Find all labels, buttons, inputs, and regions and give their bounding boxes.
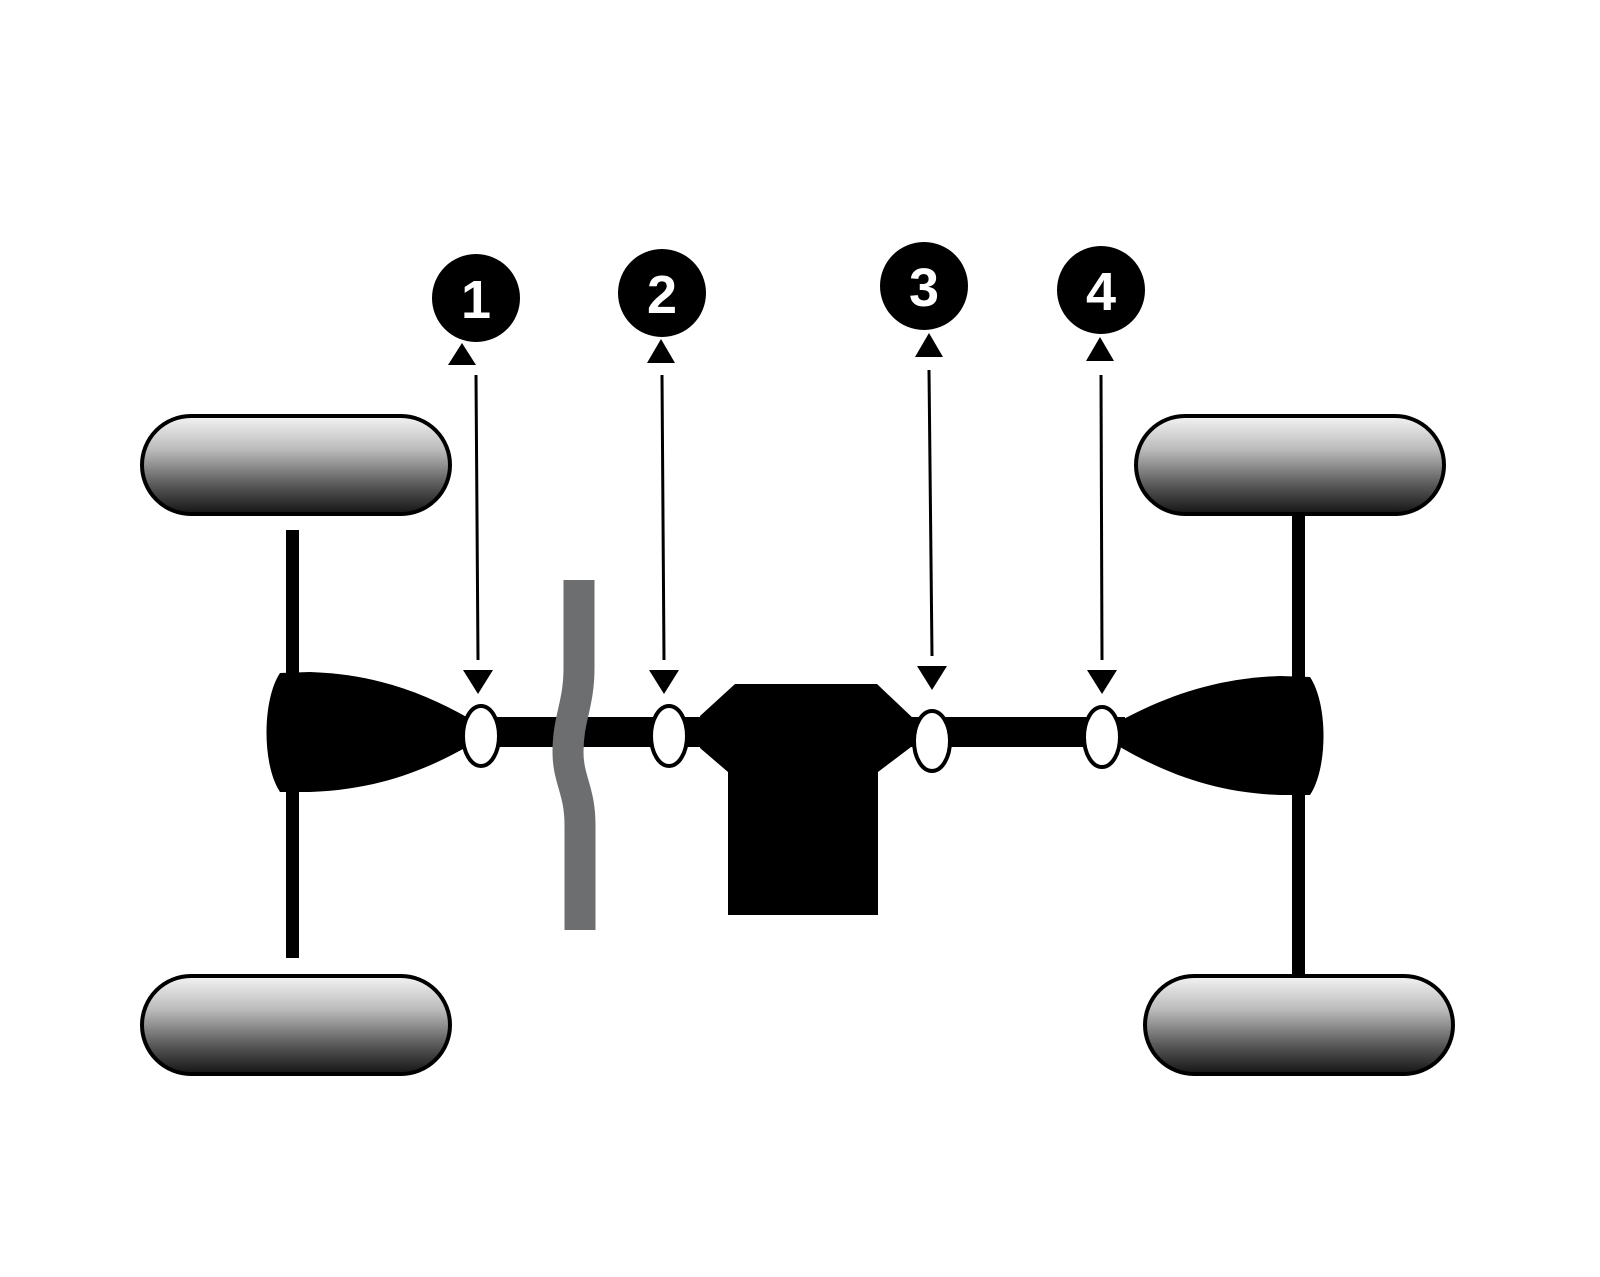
front-left-tire (140, 414, 452, 516)
rear-axle-lower-shaft (1292, 785, 1305, 975)
rear-right-tire (1143, 974, 1455, 1076)
callout-label-1: 1 (461, 270, 491, 330)
callout-arrow-3 (915, 333, 947, 690)
steering-column (552, 580, 596, 930)
u-joint-4 (1082, 705, 1122, 769)
rear-differential (1120, 676, 1324, 795)
callout-label-4: 4 (1086, 262, 1116, 322)
front-axle-lower-shaft (286, 775, 299, 958)
callout-label-3: 3 (909, 258, 939, 318)
rear-axle-upper-shaft (1292, 512, 1305, 682)
front-axle-upper-shaft (286, 530, 299, 680)
callout-badge-3: 3 (880, 242, 968, 330)
callout-arrow-4 (1086, 337, 1117, 694)
transfer-case (700, 684, 915, 915)
callout-label-2: 2 (647, 265, 677, 325)
u-joint-3 (912, 709, 952, 773)
callout-arrow-2 (647, 339, 679, 694)
rear-left-tire (1134, 414, 1446, 516)
callout-badge-1: 1 (432, 254, 520, 342)
u-joint-1 (461, 704, 501, 768)
callout-badge-2: 2 (618, 249, 706, 337)
front-right-tire (140, 974, 452, 1076)
callout-badge-4: 4 (1057, 246, 1145, 334)
callout-arrow-1 (448, 343, 493, 694)
front-differential (266, 672, 470, 792)
u-joint-2 (649, 704, 689, 768)
